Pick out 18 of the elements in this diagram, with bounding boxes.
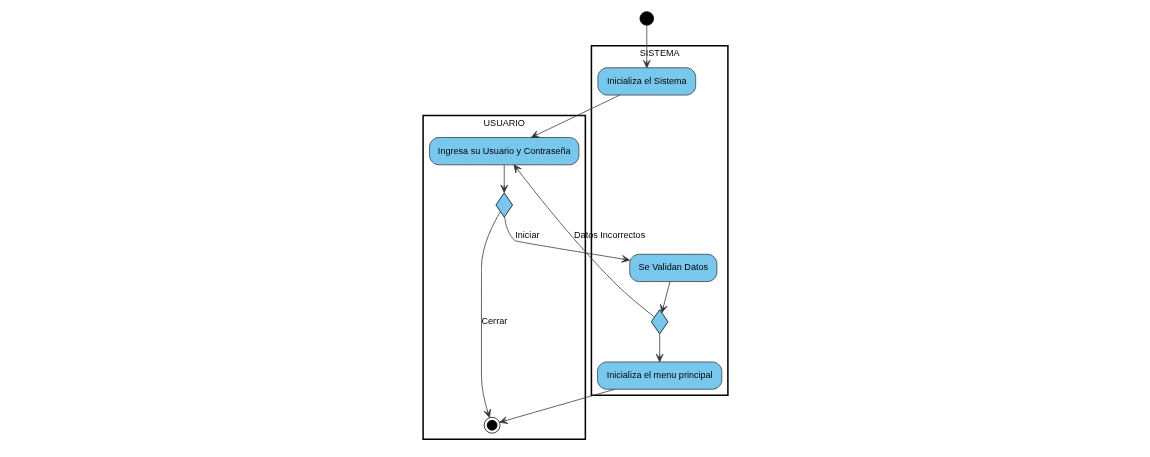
arrow bbox=[513, 164, 655, 318]
edge-label: Cerrar bbox=[481, 316, 507, 327]
node-diamond bbox=[495, 192, 513, 218]
arrow bbox=[655, 333, 663, 363]
node-box: Ingresa su Usuario y Contraseña bbox=[428, 137, 579, 166]
arrow bbox=[503, 216, 630, 263]
node-box: Inicializa el menu principal bbox=[596, 361, 722, 390]
node-box: Se Validan Datos bbox=[628, 253, 717, 282]
edge-label: Iniciar bbox=[514, 230, 539, 241]
arrow bbox=[498, 388, 615, 424]
arrow bbox=[659, 281, 670, 313]
arrow bbox=[530, 94, 620, 138]
arrow bbox=[642, 24, 651, 69]
arrow bbox=[480, 211, 501, 418]
node-circle bbox=[639, 11, 654, 26]
node-diamond bbox=[650, 309, 668, 335]
arrow bbox=[499, 164, 508, 193]
node-box: Inicializa el Sistema bbox=[597, 67, 696, 96]
